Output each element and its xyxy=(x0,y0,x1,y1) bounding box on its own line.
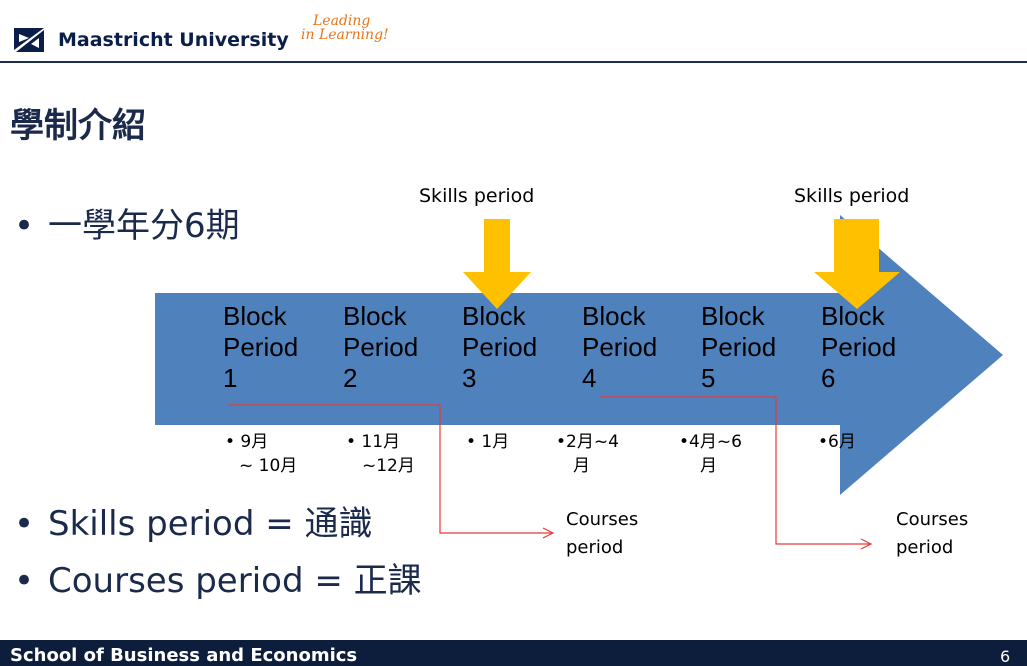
bullet-text: Skills period = 通識 xyxy=(48,504,373,544)
courses-period-caption-line: period xyxy=(566,537,623,558)
bullet-item: • 一學年分6期 xyxy=(14,198,240,247)
university-logo-icon xyxy=(14,28,44,52)
bullet-symbol: • xyxy=(14,504,35,544)
block-label-line: 4 xyxy=(582,363,596,393)
block-label-line: Period xyxy=(343,332,418,362)
month-label: • 9月 xyxy=(225,432,268,452)
month-label: •6月 xyxy=(818,432,856,452)
footer-bar xyxy=(0,640,1027,666)
bullet-item: • Courses period = 正課 xyxy=(14,553,422,602)
brand-name: Maastricht University xyxy=(58,29,289,51)
block-period-diagram: Block Period 1 Block Period 2 Block Peri… xyxy=(155,185,1003,558)
bullet-text: Courses period = 正課 xyxy=(48,561,422,601)
page-number: 6 xyxy=(1000,647,1011,666)
skills-period-caption: Skills period xyxy=(794,185,909,207)
bullet-text: 一學年分6期 xyxy=(48,206,240,246)
block-label-line: 5 xyxy=(701,363,715,393)
block-label-line: 1 xyxy=(223,363,237,393)
block-label-line: 3 xyxy=(462,363,476,393)
block-label-line: Period xyxy=(701,332,776,362)
skills-period-caption: Skills period xyxy=(419,185,534,207)
school-name: School of Business and Economics xyxy=(10,645,358,666)
month-label: ~12月 xyxy=(362,456,415,476)
block-label-line: Period xyxy=(821,332,896,362)
month-label: ~ 10月 xyxy=(239,456,297,476)
courses-period-caption-line: Courses xyxy=(566,509,638,530)
header-divider xyxy=(0,61,1027,63)
bullet-symbol: • xyxy=(14,206,35,246)
bullet-symbol: • xyxy=(14,561,35,601)
block-label-line: Period xyxy=(462,332,537,362)
month-label: 月 xyxy=(700,456,717,476)
header-bar: Maastricht University Leading in Learnin… xyxy=(0,0,1027,62)
month-label: •4月~6 xyxy=(679,432,742,452)
block-label-line: Block xyxy=(582,301,647,331)
page-title: 學制介紹 xyxy=(10,106,146,146)
connector-line xyxy=(228,404,552,534)
courses-period-caption-line: period xyxy=(896,537,953,558)
tagline-line-2: in Learning! xyxy=(301,27,389,43)
connector-line xyxy=(600,396,870,545)
month-label: • 11月 xyxy=(346,432,400,452)
block-label-line: Block xyxy=(343,301,408,331)
block-label-line: Period xyxy=(223,332,298,362)
connector-arrowhead xyxy=(860,538,873,550)
bullet-item: • Skills period = 通識 xyxy=(14,496,373,545)
brand-tagline: Leading in Learning! xyxy=(301,14,389,42)
block-label-line: Block xyxy=(223,301,288,331)
block-label-line: Block xyxy=(821,301,886,331)
timeline-arrow xyxy=(155,215,1003,495)
courses-period-caption-line: Courses xyxy=(896,509,968,530)
month-label: • 1月 xyxy=(466,432,509,452)
month-label: •2月~4 xyxy=(556,432,619,452)
tagline-line-1: Leading xyxy=(313,13,371,29)
block-label-line: Block xyxy=(701,301,766,331)
connector-arrowhead xyxy=(542,527,555,539)
skills-callout-arrow xyxy=(814,219,900,309)
block-label-line: 6 xyxy=(821,363,835,393)
skills-callout-arrow xyxy=(463,219,531,309)
block-label-line: 2 xyxy=(343,363,357,393)
month-label: 月 xyxy=(573,456,590,476)
block-label-line: Period xyxy=(582,332,657,362)
